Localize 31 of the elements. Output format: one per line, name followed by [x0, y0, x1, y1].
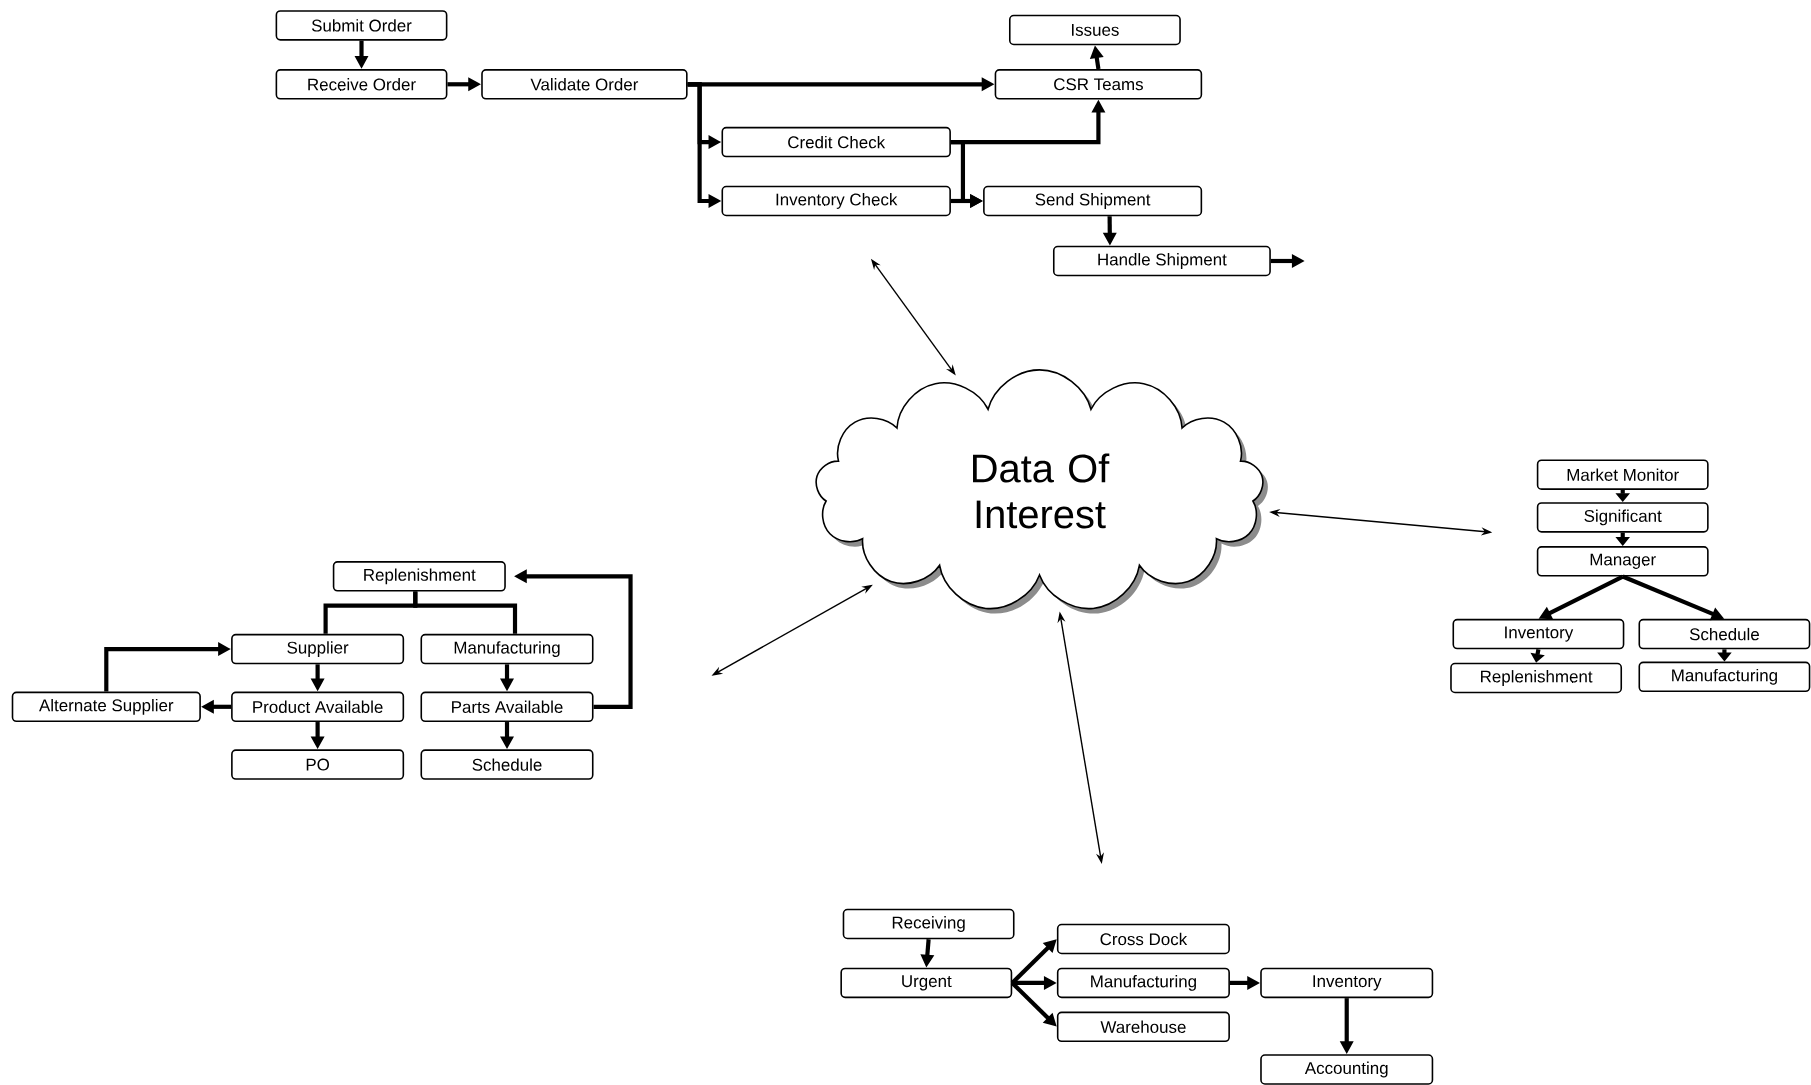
process-box: Warehouse [1056, 1011, 1230, 1043]
process-box: Inventory [1452, 618, 1625, 650]
process-box: Send Shipment [983, 185, 1203, 217]
process-box: Replenishment [1450, 662, 1623, 694]
process-box: Manufacturing [1638, 661, 1811, 693]
process-box: Alternate Supplier [11, 691, 201, 723]
process-box: Parts Available [420, 691, 594, 723]
process-box: Product Available [231, 691, 405, 723]
process-box: Supplier [231, 633, 405, 665]
process-box: Schedule [420, 749, 594, 780]
process-box: Manufacturing [1056, 967, 1230, 999]
process-box: PO [231, 749, 405, 780]
process-box: Schedule [1638, 618, 1811, 650]
process-box: Significant [1536, 502, 1709, 533]
process-box: Receive Order [275, 69, 448, 100]
process-box: Inventory [1260, 967, 1434, 999]
process-box: Submit Order [275, 10, 448, 41]
process-box: Manager [1536, 546, 1709, 577]
process-box: Cross Dock [1056, 923, 1230, 955]
process-box: Inventory Check [721, 185, 951, 217]
process-box: Issues [1009, 14, 1181, 46]
process-box: Handle Shipment [1052, 245, 1271, 277]
process-box: Validate Order [481, 69, 688, 100]
process-box: CSR Teams [994, 69, 1203, 100]
process-box: Credit Check [721, 126, 951, 158]
process-box: Market Monitor [1536, 459, 1709, 490]
process-box: Replenishment [332, 561, 506, 592]
process-box: Manufacturing [420, 633, 594, 665]
process-box: Accounting [1260, 1054, 1434, 1085]
process-box: Receiving [842, 908, 1015, 940]
process-box: Urgent [840, 967, 1013, 999]
